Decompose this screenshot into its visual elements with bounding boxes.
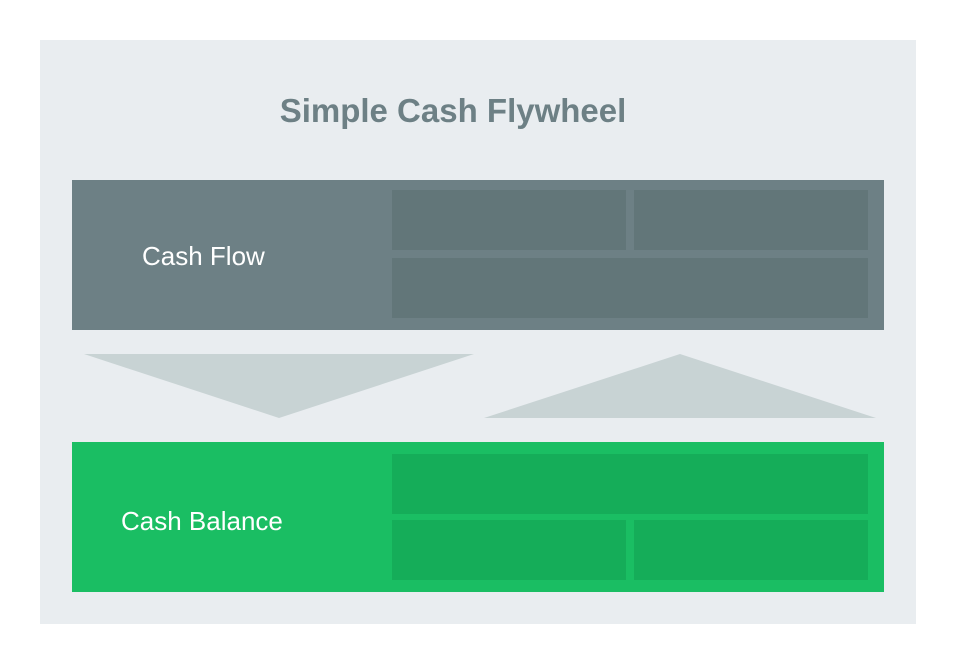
cash-flow-label: Cash Flow (142, 241, 265, 271)
cash-balance-cell (392, 454, 868, 514)
cash-balance-block: Cash Balance (72, 442, 884, 592)
cash-flow-cell (392, 258, 868, 318)
diagram-title: Simple Cash Flywheel (279, 92, 627, 129)
cash-flow-cell (392, 190, 626, 250)
cash-balance-cell (634, 520, 868, 580)
cash-balance-label: Cash Balance (121, 506, 283, 536)
up-arrow-icon (484, 354, 876, 418)
cash-flow-cell (634, 190, 868, 250)
down-arrow-icon (84, 354, 474, 418)
cash-flow-block: Cash Flow (72, 180, 884, 330)
cash-balance-cell (392, 520, 626, 580)
